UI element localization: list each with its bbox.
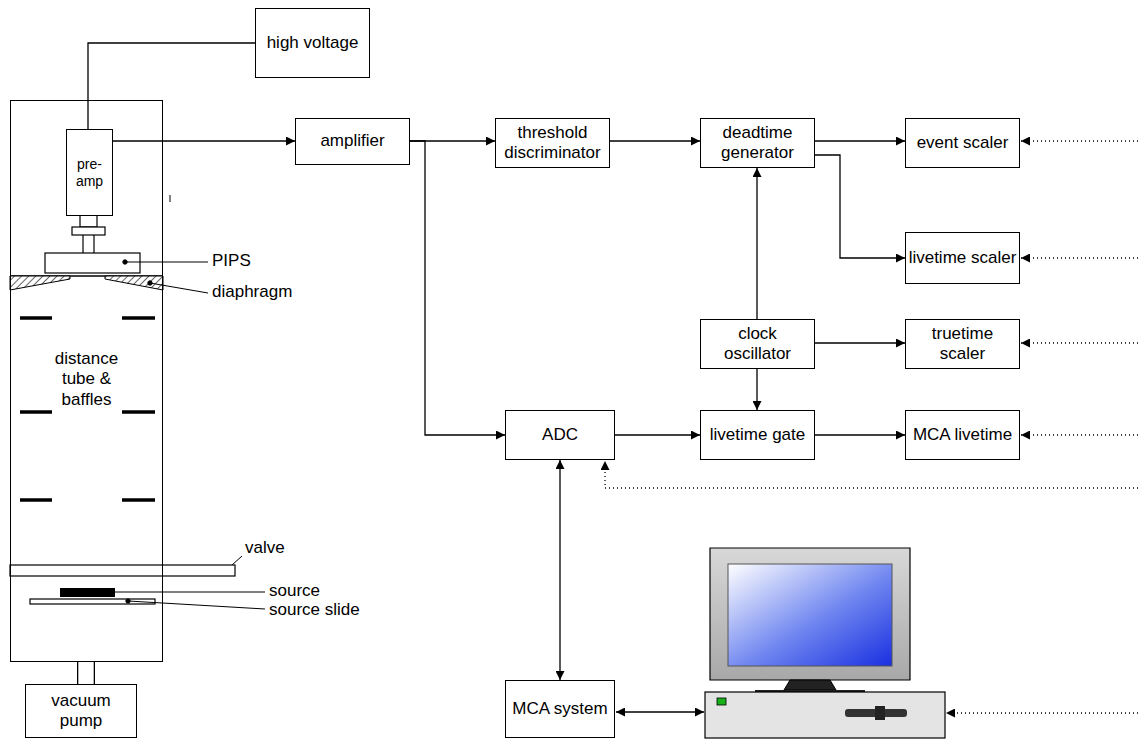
node-label: MCA livetime <box>913 425 1012 445</box>
control-lines <box>605 141 1138 713</box>
detector-housing: distance tube & baffles pre- amp <box>10 100 163 662</box>
computer-icon <box>705 548 945 738</box>
signal-line <box>88 43 255 129</box>
part-label: valve <box>244 538 286 558</box>
node-label: pre- amp <box>69 156 110 190</box>
signal-line <box>615 435 700 436</box>
node-label: threshold discriminator <box>498 123 607 164</box>
signal-line <box>410 141 505 435</box>
process-box: livetime scaler <box>905 232 1020 284</box>
part-label: source <box>268 581 321 601</box>
signal-line <box>757 369 758 410</box>
process-box: event scaler <box>905 118 1020 168</box>
process-box: livetime gate <box>700 410 815 460</box>
data-link <box>616 711 704 712</box>
leader-lines <box>98 260 265 609</box>
power-box: high voltage <box>255 8 370 78</box>
node-label: vacuum pump <box>28 691 134 732</box>
node-label: deadtime generator <box>703 123 812 164</box>
signal-line <box>113 141 295 142</box>
node-label: ADC <box>542 425 578 445</box>
pump-box: vacuum pump <box>25 684 137 738</box>
part-label: diaphragm <box>211 282 293 302</box>
pips-detector <box>45 215 140 273</box>
signal-line <box>757 168 758 319</box>
signal-line <box>560 460 561 680</box>
node-label: livetime scaler <box>909 248 1017 268</box>
signal-line <box>815 435 905 436</box>
process-box: amplifier <box>295 118 410 165</box>
node-label: clock oscillator <box>703 324 812 365</box>
process-box: threshold discriminator <box>495 118 610 168</box>
tick-mark <box>170 195 171 202</box>
process-box: MCA system <box>505 680 615 738</box>
node-label: livetime gate <box>710 425 805 445</box>
process-box: clock oscillator <box>700 319 815 369</box>
node-label: amplifier <box>320 131 384 151</box>
node-label: event scaler <box>917 133 1009 153</box>
process-box: deadtime generator <box>700 118 815 168</box>
diaphragm-symbol <box>10 276 163 290</box>
process-box: truetime scaler <box>905 319 1020 369</box>
signal-line <box>815 343 905 344</box>
node-label: distance tube & baffles <box>55 349 118 410</box>
valve-plate <box>10 565 235 576</box>
part-label: PIPS <box>211 251 252 271</box>
pump-tube <box>86 662 87 684</box>
baffles <box>20 318 155 500</box>
process-box: MCA livetime <box>905 410 1020 460</box>
signal-line <box>610 141 700 142</box>
node-label: high voltage <box>267 33 359 53</box>
part-label: source slide <box>268 600 361 620</box>
preamp-box: pre- amp <box>66 129 113 216</box>
node-label: MCA system <box>512 699 607 719</box>
signal-line <box>815 155 905 258</box>
node-label: truetime scaler <box>908 324 1017 365</box>
process-box: ADC <box>505 410 615 460</box>
signal-line <box>815 141 905 142</box>
